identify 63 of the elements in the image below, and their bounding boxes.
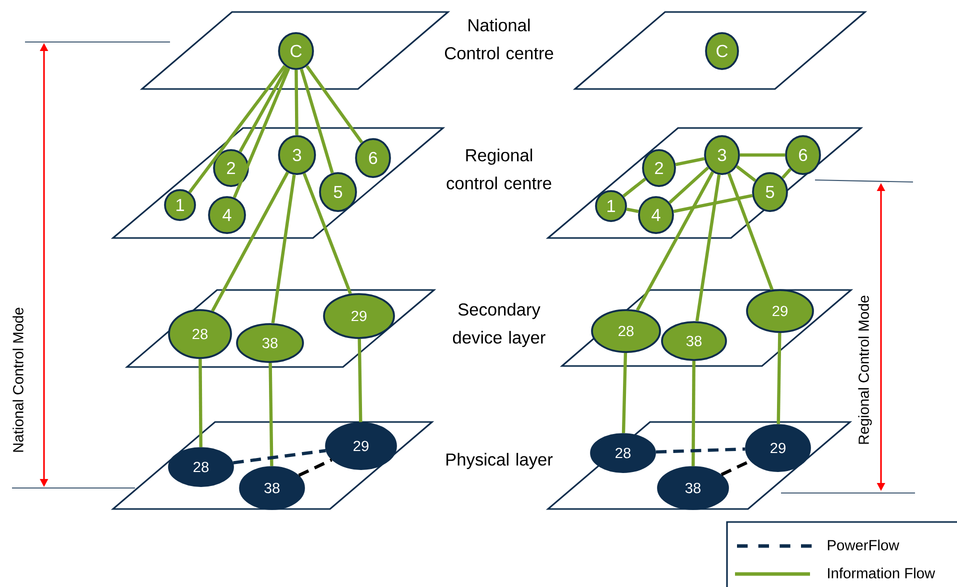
controller-node: 6: [785, 135, 821, 175]
connector-line: [622, 352, 628, 434]
power-line: [656, 447, 746, 454]
connector-line: [198, 358, 202, 448]
controller-node: 1: [164, 189, 196, 221]
connector-line: [776, 332, 782, 424]
controller-node: 5: [319, 172, 357, 212]
connector-line: [692, 360, 696, 466]
legend-label: PowerFlow: [828, 540, 900, 550]
connector-line: [740, 153, 786, 157]
connector-line: [268, 362, 274, 466]
connector-line: [626, 208, 639, 214]
connector-line: [232, 68, 290, 198]
connector-line: [727, 172, 774, 290]
controller-node: C: [705, 32, 739, 70]
connector-line: [294, 70, 298, 136]
layer-label: Regional control centre: [446, 148, 552, 190]
device-node: 28: [590, 433, 656, 473]
layer-label: Physical layer: [446, 452, 553, 470]
connector-line: [695, 174, 721, 322]
controller-node: 1: [595, 190, 627, 222]
power-line: [232, 449, 326, 464]
mode-label: Regional Control Mode: [858, 296, 872, 444]
controller-node: 28: [591, 309, 661, 353]
connector-line: [668, 166, 710, 204]
power-line: [298, 458, 332, 477]
controller-node: 38: [661, 321, 727, 361]
controller-node: C: [278, 32, 314, 70]
controller-node: 4: [638, 196, 674, 234]
mode-label: National Control Mode: [12, 308, 24, 452]
connector-line: [300, 68, 334, 174]
connector-line: [306, 65, 364, 144]
connector-line: [675, 157, 705, 166]
device-node: 29: [325, 422, 397, 470]
controller-node: 28: [168, 309, 232, 359]
controller-node: 38: [236, 323, 304, 363]
controller-node: 3: [278, 135, 316, 175]
connector-line: [673, 194, 753, 214]
controller-node: 4: [208, 196, 246, 234]
connector-line: [358, 338, 362, 422]
device-node: 38: [239, 466, 305, 510]
device-node: 28: [168, 447, 234, 487]
connector-line: [188, 64, 286, 194]
controller-node: 2: [213, 149, 249, 187]
controller-node: 6: [355, 138, 391, 178]
device-node: 38: [657, 466, 729, 510]
connector-line: [271, 174, 296, 324]
connector-line: [302, 172, 352, 294]
connector-line: [622, 178, 646, 198]
connector-line: [781, 168, 792, 179]
connector-line: [636, 171, 714, 312]
device-node: 29: [745, 424, 811, 472]
connector-line: [211, 172, 290, 312]
layer-label: Secondary device layer: [453, 302, 546, 348]
connector-line: [736, 165, 756, 182]
connector-line: [238, 66, 288, 152]
legend-label: Information Flow: [828, 568, 936, 578]
controller-node: 29: [746, 289, 814, 333]
controller-node: 5: [752, 172, 788, 212]
layer-label: National Control centre: [444, 18, 554, 60]
controller-node: 2: [642, 149, 676, 187]
controller-node: 29: [323, 293, 395, 339]
controller-node: 3: [704, 135, 740, 175]
